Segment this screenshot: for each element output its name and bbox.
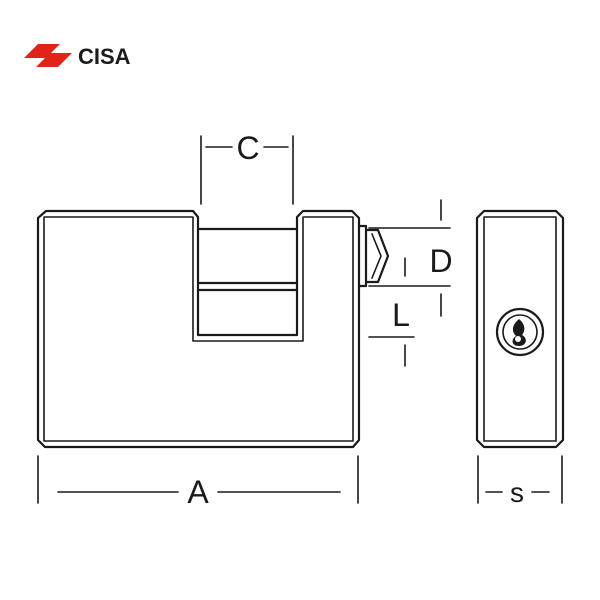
shackle-pin-tip xyxy=(364,228,390,284)
dimension-c: C xyxy=(200,130,294,205)
shackle-slot-inner xyxy=(192,216,304,342)
padlock-side-view xyxy=(475,209,565,449)
cisa-logo: CISA xyxy=(24,44,131,69)
side-view-outline xyxy=(475,209,565,449)
padlock-front-view xyxy=(36,209,390,449)
dimension-a: A xyxy=(37,455,359,510)
dimension-label-a: A xyxy=(187,474,209,510)
dimension-label-s: s xyxy=(510,477,524,508)
shackle-bar xyxy=(196,281,299,292)
dimension-d: D xyxy=(368,199,453,317)
brand-name: CISA xyxy=(78,44,131,69)
dimension-s: s xyxy=(477,455,563,508)
padlock-body-bevel xyxy=(43,216,354,442)
dimension-label-d: D xyxy=(429,243,452,279)
dimension-l: L xyxy=(368,297,415,367)
dimension-label-l: L xyxy=(392,297,410,333)
dimension-label-c: C xyxy=(236,130,259,166)
side-view-bevel xyxy=(483,216,557,442)
cisa-chevron-logo-icon xyxy=(24,44,72,67)
keyhole-icon xyxy=(495,307,545,357)
shackle-pin xyxy=(357,224,368,288)
shackle-pin-tip-inner xyxy=(371,233,382,279)
padlock-body-outline xyxy=(36,209,361,449)
